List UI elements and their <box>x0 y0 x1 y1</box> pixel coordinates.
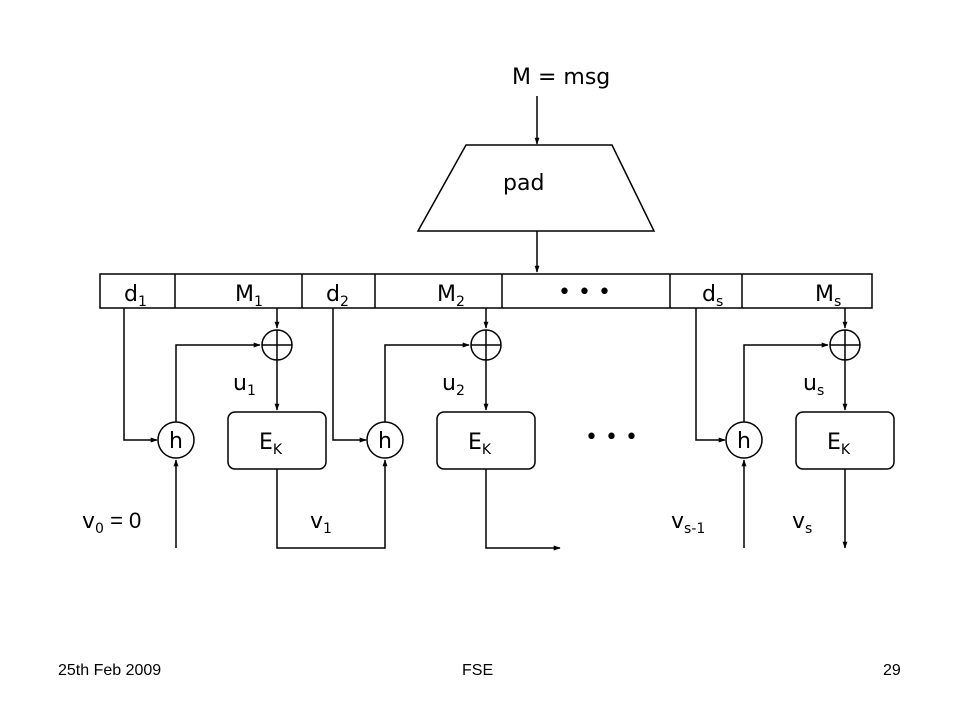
hash-to-xor-arrows <box>175 342 829 422</box>
padded-message-dividers <box>174 274 743 308</box>
block-m1: M1 <box>235 282 263 310</box>
cipher-s-label: EK <box>827 430 851 458</box>
xor-to-cipher-arrows <box>274 360 848 411</box>
hash-1-label: h <box>169 429 183 454</box>
footer-title: FSE <box>462 662 494 679</box>
hash-s-label: h <box>737 429 751 454</box>
footer-date: 25th Feb 2009 <box>58 662 162 679</box>
v0-label: v0 = 0 <box>82 508 141 537</box>
u1-label: u1 <box>233 371 256 399</box>
message-block-arrows <box>274 308 848 329</box>
hash-1 <box>157 421 195 459</box>
vs-minus-1-label: vs-1 <box>671 509 705 537</box>
hash-2 <box>366 421 404 459</box>
pad-box <box>416 144 656 232</box>
block-d1: d1 <box>124 282 147 310</box>
key-block-arrows <box>123 308 726 443</box>
padded-message-bar <box>99 273 873 309</box>
u2-label: u2 <box>442 371 465 399</box>
vs-label: vs <box>792 509 812 537</box>
block-d2: d2 <box>326 282 349 310</box>
block-ms: Ms <box>815 282 841 310</box>
v1-label: v1 <box>310 509 332 537</box>
cipher-s <box>795 411 895 470</box>
block-ds: ds <box>702 282 723 310</box>
block-ellipsis: • • • <box>558 280 611 305</box>
message-label: M = msg <box>512 65 610 90</box>
hash-s <box>725 421 763 459</box>
footer-page-number: 29 <box>883 662 901 679</box>
cipher-1 <box>227 411 327 470</box>
pad-label: pad <box>503 171 544 196</box>
cipher-1-label: EK <box>259 430 283 458</box>
cipher-2 <box>436 411 536 470</box>
xor-crosshairs <box>262 330 860 360</box>
chaining-arrows <box>173 459 848 551</box>
cipher-2-label: EK <box>468 430 492 458</box>
block-m2: M2 <box>437 282 465 310</box>
hash-2-label: h <box>378 429 392 454</box>
us-label: us <box>803 371 824 399</box>
chain-ellipsis: • • • <box>585 425 638 450</box>
